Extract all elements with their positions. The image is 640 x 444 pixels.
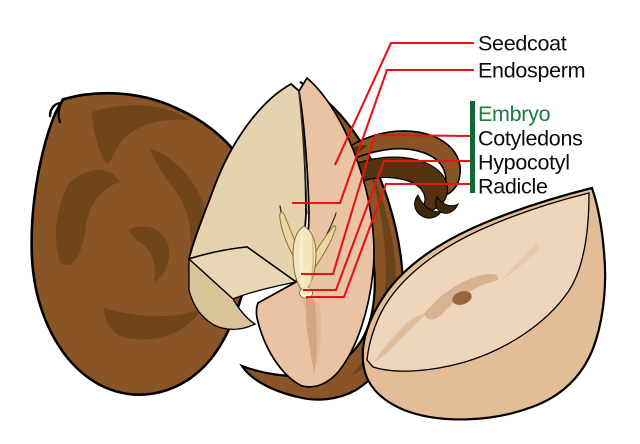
inner-flesh [255, 76, 375, 388]
labels: Seedcoat Endosperm Embryo Cotyledons Hyp… [478, 32, 586, 199]
label-seedcoat: Seedcoat [478, 32, 567, 56]
embryo-whisker-right [326, 212, 337, 235]
leader-lines [292, 41, 474, 299]
leader-radicle [306, 182, 470, 299]
left-seed-dark-patch-bottom [104, 308, 202, 340]
right-half-spot [452, 291, 472, 305]
leader-hypocotyl [303, 159, 470, 292]
left-seed-dark-patch-center [128, 226, 170, 282]
label-hypocotyl: Hypocotyl [478, 151, 570, 175]
left-seed-dark-patch-right [150, 148, 208, 272]
label-radicle: Radicle [478, 175, 548, 199]
label-endosperm: Endosperm [478, 59, 585, 83]
pink-streak-dark [306, 297, 317, 372]
curl-drip-right [435, 196, 459, 214]
embryo-body-highlight [299, 230, 305, 290]
center-seam-line [298, 90, 308, 215]
right-half-light-streak [502, 244, 540, 280]
left-seed-dark-patch-mid [55, 169, 121, 265]
label-embryo: Embryo [478, 102, 551, 126]
curl-drip-left [414, 194, 443, 219]
embryo-bracket [470, 101, 475, 193]
cut-block-front [188, 257, 257, 331]
seed-half-right [361, 186, 607, 421]
label-cotyledons: Cotyledons [478, 127, 583, 151]
leader-cotyledons [301, 133, 471, 276]
left-seed-tip-notch [48, 97, 65, 124]
leader-seedcoat [334, 41, 474, 166]
left-seed-dark-patch-top [92, 105, 190, 164]
pink-face [255, 76, 375, 388]
whole-seed-left [30, 91, 257, 396]
leader-endosperm [292, 68, 474, 205]
embryo-body-shade [308, 232, 315, 290]
right-half-tail-streak [374, 314, 426, 362]
